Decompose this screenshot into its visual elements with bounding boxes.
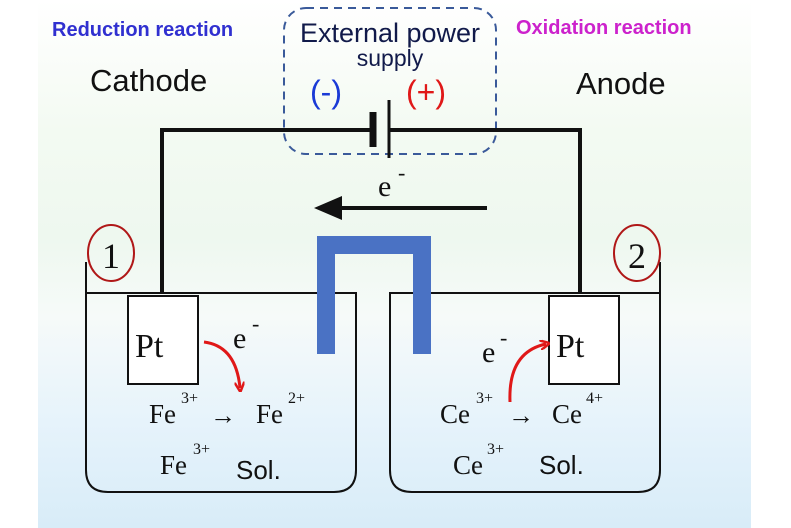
anode-label: Anode bbox=[576, 66, 666, 101]
cathode-electrode-label: Pt bbox=[135, 328, 164, 365]
cathode-electrode bbox=[127, 295, 199, 385]
margin-left bbox=[0, 0, 38, 528]
fe-solution: Fe bbox=[160, 450, 187, 480]
electron-label-anode-sup: - bbox=[500, 325, 507, 350]
electron-flow-arrow-head bbox=[314, 196, 342, 220]
ce-solution-charge: 3+ bbox=[487, 441, 504, 458]
positive-terminal-label: (+) bbox=[406, 74, 446, 110]
fe-product-charge: 2+ bbox=[288, 390, 305, 407]
ce-product: Ce bbox=[552, 399, 582, 429]
fe-reactant-charge: 3+ bbox=[181, 390, 198, 407]
anode-reaction-arrow: → bbox=[508, 401, 534, 430]
wire-anode bbox=[390, 128, 582, 293]
margin-right bbox=[751, 0, 791, 528]
cathode-electron-arrow bbox=[203, 340, 240, 388]
cathode-reaction-arrow: → bbox=[210, 401, 236, 430]
cathode-solution-label: Sol. bbox=[236, 455, 281, 485]
anode-solution-label: Sol. bbox=[539, 450, 584, 480]
power-supply-label-line2: supply bbox=[357, 45, 424, 71]
reduction-reaction-label: Reduction reaction bbox=[52, 19, 233, 41]
wire-cathode bbox=[160, 128, 372, 293]
ce-solution: Ce bbox=[453, 450, 483, 480]
negative-terminal-label: (-) bbox=[310, 74, 342, 110]
electron-label-cathode-sup: - bbox=[252, 311, 259, 336]
electron-label-top-sup: - bbox=[398, 160, 405, 185]
fe-product: Fe bbox=[256, 399, 283, 429]
electron-label-top: e bbox=[378, 170, 391, 203]
ce-reactant: Ce bbox=[440, 399, 470, 429]
electron-label-anode: e bbox=[482, 336, 495, 369]
anode-electrode-label: Pt bbox=[556, 328, 585, 365]
oxidation-reaction-label: Oxidation reaction bbox=[516, 17, 692, 39]
diagram-background bbox=[38, 0, 751, 528]
salt-bridge bbox=[317, 236, 431, 354]
ce-reactant-charge: 3+ bbox=[476, 390, 493, 407]
cell-1-circle bbox=[87, 224, 135, 282]
cell-2-circle bbox=[613, 224, 661, 282]
cathode-label: Cathode bbox=[90, 63, 207, 98]
electron-label-cathode: e bbox=[233, 322, 246, 355]
ce-product-charge: 4+ bbox=[586, 390, 603, 407]
anode-electrode bbox=[548, 295, 620, 385]
cell-1-number: 1 bbox=[102, 236, 120, 276]
cathode-beaker bbox=[85, 292, 357, 493]
cell-2-number: 2 bbox=[628, 236, 646, 276]
fe-reactant: Fe bbox=[149, 399, 176, 429]
fe-solution-charge: 3+ bbox=[193, 441, 210, 458]
power-supply-label-line1: External power bbox=[300, 18, 480, 48]
anode-electron-arrow bbox=[508, 344, 546, 403]
anode-beaker bbox=[389, 292, 661, 493]
